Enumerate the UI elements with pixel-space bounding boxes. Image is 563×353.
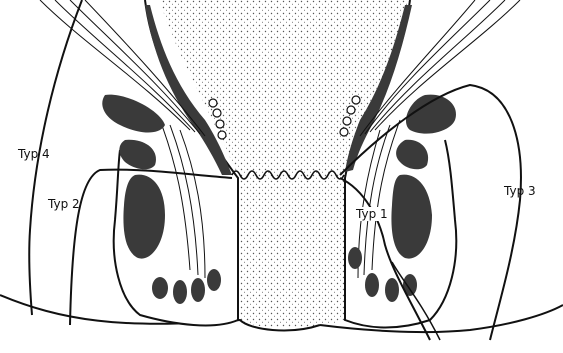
label-typ3: Typ 3 (504, 184, 536, 198)
label-typ4: Typ 4 (18, 147, 50, 161)
label-typ2: Typ 2 (48, 197, 80, 211)
label-typ1: Typ 1 (354, 207, 390, 221)
